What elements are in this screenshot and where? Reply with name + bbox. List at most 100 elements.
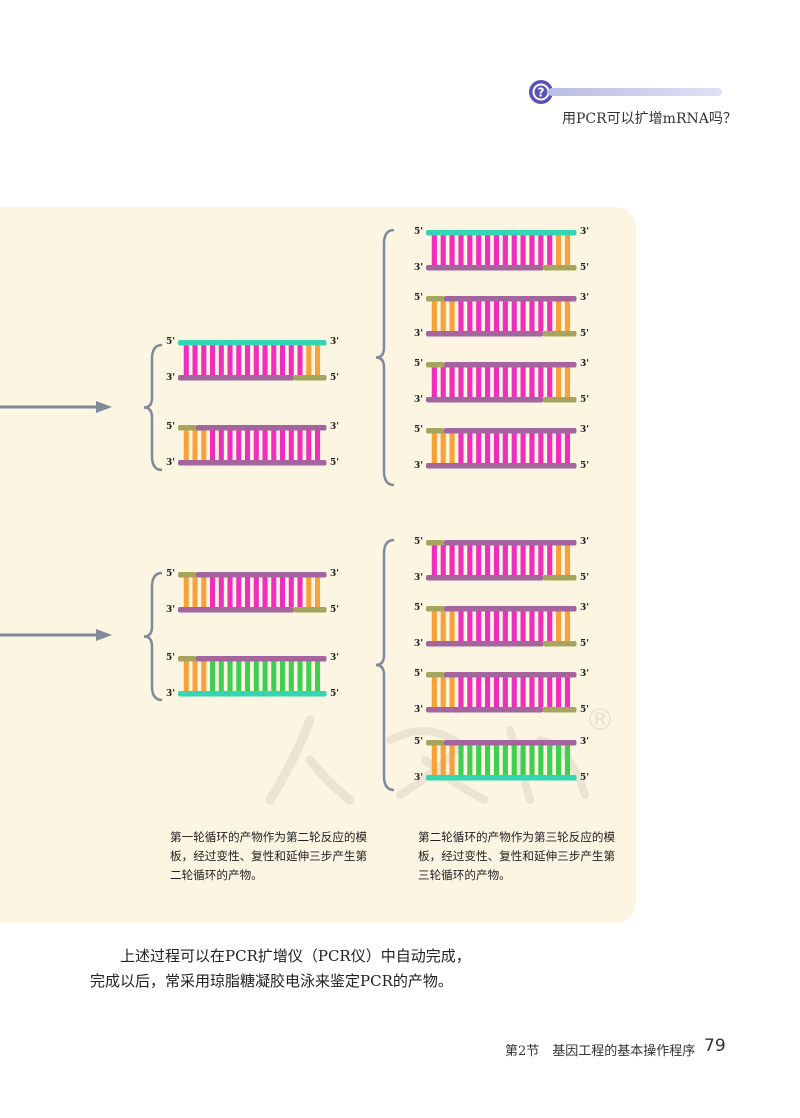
base-pair	[511, 433, 517, 463]
backbone-segment	[178, 340, 327, 346]
base-pair	[547, 367, 553, 397]
backbone-segment	[293, 375, 327, 381]
base-pair	[520, 433, 526, 463]
base-pair	[192, 430, 198, 460]
base-pair	[288, 661, 294, 691]
base-pair	[520, 235, 526, 265]
base-pair	[440, 545, 446, 575]
backbone-segment	[195, 656, 327, 662]
base-pair	[502, 545, 508, 575]
backbone-segment	[426, 463, 577, 469]
backbone-segment	[426, 362, 445, 368]
strand-end-label: 5'	[580, 263, 589, 273]
strand-end-label: 5'	[580, 773, 589, 783]
base-pair	[556, 745, 562, 775]
base-pair	[297, 345, 303, 375]
strand-end-label: 3'	[330, 569, 339, 579]
base-pair	[227, 430, 233, 460]
base-pair	[529, 433, 535, 463]
base-pair	[449, 301, 455, 331]
backbone-segment	[426, 265, 544, 271]
strand-end-label: 3'	[414, 639, 423, 649]
base-pair	[538, 745, 544, 775]
strand-end-label: 5'	[414, 603, 423, 613]
base-pair	[440, 745, 446, 775]
base-pair	[227, 345, 233, 375]
base-pair	[218, 345, 224, 375]
base-pair	[529, 367, 535, 397]
base-pair	[431, 301, 437, 331]
sidebar-question: 用PCR可以扩增mRNA吗？	[562, 111, 737, 127]
strand-end-label: 5'	[580, 461, 589, 471]
base-pair	[547, 235, 553, 265]
strand-end-label: 5'	[166, 337, 175, 347]
backbone-segment	[426, 575, 544, 581]
base-pair	[564, 301, 571, 331]
base-pair	[440, 433, 446, 463]
base-pair	[271, 577, 277, 607]
base-pair	[564, 677, 571, 707]
backbone-segment	[426, 641, 544, 647]
backbone-segment	[444, 428, 577, 434]
base-pair	[210, 345, 216, 375]
strand-end-label: 3'	[166, 689, 175, 699]
strand-end-label: 5'	[330, 458, 339, 468]
backbone-segment	[178, 607, 294, 613]
base-pair	[236, 661, 242, 691]
base-pair	[297, 430, 303, 460]
base-pair	[210, 577, 216, 607]
base-pair	[556, 433, 562, 463]
strand-end-label: 3'	[414, 705, 423, 715]
strand-end-label: 3'	[580, 669, 589, 679]
base-pair	[306, 661, 312, 691]
base-pair	[236, 430, 242, 460]
base-pair	[271, 345, 277, 375]
strand-end-label: 5'	[580, 395, 589, 405]
base-pair	[556, 367, 562, 397]
backbone-segment	[195, 425, 327, 431]
strand-end-label: 5'	[580, 639, 589, 649]
backbone-segment	[426, 230, 577, 236]
base-pair	[493, 677, 500, 707]
backbone-segment	[178, 460, 327, 466]
base-pair	[467, 545, 473, 575]
base-pair	[253, 661, 259, 691]
base-pair	[183, 345, 189, 375]
base-pair	[449, 545, 455, 575]
base-pair	[538, 677, 544, 707]
base-pair	[280, 577, 286, 607]
strand-end-label: 3'	[166, 605, 175, 615]
base-pair	[538, 611, 544, 641]
base-pair	[183, 577, 189, 607]
brace-round3-upper	[375, 228, 395, 487]
strand-end-label: 3'	[166, 373, 175, 383]
base-pair	[440, 301, 446, 331]
base-pair	[288, 345, 294, 375]
footer-section-title: 第2节 基因工程的基本操作程序	[505, 1044, 696, 1059]
backbone-segment	[444, 606, 577, 612]
backbone-segment	[426, 775, 577, 781]
backbone-segment	[543, 331, 577, 337]
backbone-segment	[178, 375, 294, 381]
strand-end-label: 5'	[414, 227, 423, 237]
strand-end-label: 5'	[414, 737, 423, 747]
base-pair	[476, 301, 482, 331]
base-pair	[538, 301, 544, 331]
strand-end-label: 5'	[414, 537, 423, 547]
backbone-segment	[178, 656, 197, 662]
base-pair	[306, 345, 312, 375]
strand-end-label: 3'	[580, 737, 589, 747]
strand-end-label: 5'	[414, 359, 423, 369]
backbone-segment	[543, 265, 577, 271]
base-pair	[485, 745, 491, 775]
backbone-segment	[178, 572, 197, 578]
strand-end-label: 3'	[580, 603, 589, 613]
base-pair	[288, 430, 294, 460]
base-pair	[476, 235, 482, 265]
base-pair	[564, 433, 571, 463]
flow-arrow-head	[96, 401, 112, 413]
base-pair	[271, 430, 277, 460]
base-pair	[529, 235, 535, 265]
base-pair	[280, 345, 286, 375]
base-pair	[262, 345, 268, 375]
